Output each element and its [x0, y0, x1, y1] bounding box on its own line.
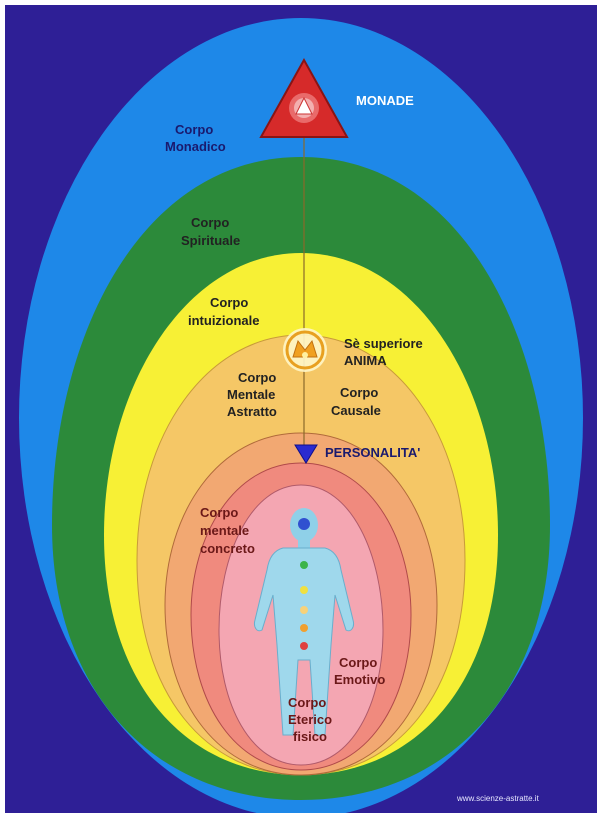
se-superiore-label: Sè superiore	[344, 336, 423, 351]
watermark: www.scienze-astratte.it	[456, 794, 540, 803]
monade-label: MONADE	[356, 93, 414, 108]
bodies-diagram: MONADE Corpo Monadico Corpo Spirituale C…	[5, 5, 597, 813]
soul-lotus-icon	[283, 328, 327, 372]
diagram-canvas: MONADE Corpo Monadico Corpo Spirituale C…	[5, 5, 597, 813]
personalita-label: PERSONALITA'	[325, 445, 420, 460]
anima-label: ANIMA	[344, 353, 387, 368]
